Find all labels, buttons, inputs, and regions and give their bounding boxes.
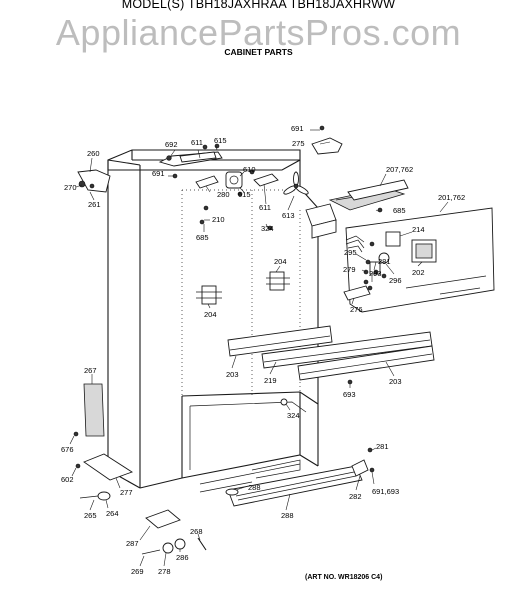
callout-296: 296 [389,276,402,285]
callout-692: 692 [165,140,178,149]
callout-203: 203 [226,370,239,379]
cabinet-shell [107,149,319,493]
callout-691: 691 [152,169,165,178]
callout-267: 267 [84,366,97,375]
callout-268: 268 [190,527,203,536]
breaker-strips [227,325,435,381]
callout-685: 685 [393,206,406,215]
callout-324: 324 [287,411,300,420]
callout-207-762: 207,762 [386,165,413,174]
callout-214: 214 [412,225,425,234]
callout-270: 270 [64,183,77,192]
callout-286: 286 [176,553,189,562]
callout-693: 693 [343,390,356,399]
callout-219: 219 [264,376,277,385]
callout-602: 602 [61,475,74,484]
callout-611: 611 [191,138,203,147]
callout-676: 676 [61,445,74,454]
callout-202: 202 [412,268,425,277]
callout-269: 269 [131,567,144,576]
callout-210: 210 [212,215,225,224]
callout-277: 277 [120,488,133,497]
callout-685: 685 [196,233,209,242]
callout-275: 275 [292,139,305,148]
callout-295: 295 [344,248,357,257]
callout-691-693: 691,693 [372,487,399,496]
callout-280: 280 [217,190,230,199]
callout-613: 613 [282,211,295,220]
callout-265: 265 [84,511,97,520]
callout-279: 279 [343,265,356,274]
callout-278: 278 [158,567,171,576]
callout-288: 288 [281,511,294,520]
watermark: AppliancePartsPros.com [55,12,462,53]
callout-615: 615 [214,136,227,145]
lower-parts [73,205,379,555]
control-panel [328,179,495,313]
shelf-supports [196,271,290,305]
callout-203: 203 [389,377,402,386]
section-subtitle: CABINET PARTS [224,47,293,57]
callout-204: 204 [274,257,287,266]
part-callouts: 692 611 615 691 275 260 691 610 207,762 … [61,124,465,576]
top-hinge-assembly [77,125,343,239]
callout-201-762: 201,762 [438,193,465,202]
callout-281: 281 [378,257,391,266]
callout-610: 610 [243,165,256,174]
callout-615: 615 [238,190,251,199]
callout-287: 287 [126,539,139,548]
leader-lines [69,129,449,567]
callout-288: 288 [248,483,261,492]
callout-261: 261 [88,200,101,209]
callout-281: 281 [376,442,389,451]
callout-276: 276 [350,305,363,314]
callout-324: 324 [261,224,274,233]
callout-204: 204 [204,310,217,319]
art-number: (ART NO. WR18206 C4) [305,574,383,581]
callout-611: 611 [259,203,271,212]
callout-691: 691 [291,124,304,133]
callout-264: 264 [106,509,119,518]
model-title: MODEL(S) TBH18JAXHRAA TBH18JAXHRWW [121,0,396,11]
callout-282: 282 [349,492,362,501]
callout-260: 260 [87,149,100,158]
callout-293: 293 [369,269,382,278]
